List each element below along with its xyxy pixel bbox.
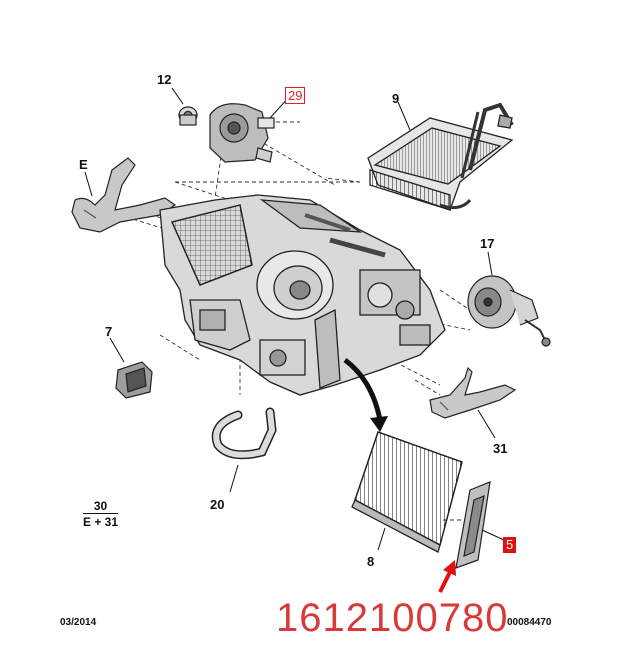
filter-insert-arrow	[343, 357, 388, 432]
bracket-part-31	[429, 366, 517, 439]
callout-31: 31	[493, 441, 508, 456]
resistor-part-7	[109, 337, 153, 399]
footer-date: 03/2014	[60, 617, 97, 628]
evaporator-part-9	[367, 101, 514, 211]
grommet-part-12	[171, 87, 198, 126]
duct-bracket-part-E	[71, 157, 177, 233]
reference-denominator: E + 31	[83, 515, 119, 529]
callout-9: 9	[392, 91, 400, 106]
callout-17: 17	[480, 236, 495, 251]
cabin-filter-part-8	[351, 431, 463, 553]
part-number: 1612100780	[276, 596, 509, 640]
reference-fraction: 30 E + 31	[83, 499, 119, 529]
callout-7: 7	[105, 324, 113, 339]
blower-motor-part-17	[467, 251, 551, 347]
callout-5: 5	[503, 537, 517, 553]
reference-numerator: 30	[83, 499, 119, 514]
callout-8: 8	[367, 554, 375, 569]
red-pointer-arrow	[438, 560, 456, 593]
callout-E: E	[79, 157, 88, 172]
filter-cover-part-5	[455, 481, 505, 569]
footer-code: 00084470	[507, 617, 552, 628]
callout-12: 12	[157, 72, 172, 87]
callout-20: 20	[210, 497, 225, 512]
drain-hose-part-20	[211, 407, 277, 493]
actuator-motor-part-29	[209, 95, 291, 163]
hvac-housing	[159, 194, 446, 396]
callout-29: 29	[285, 87, 306, 104]
